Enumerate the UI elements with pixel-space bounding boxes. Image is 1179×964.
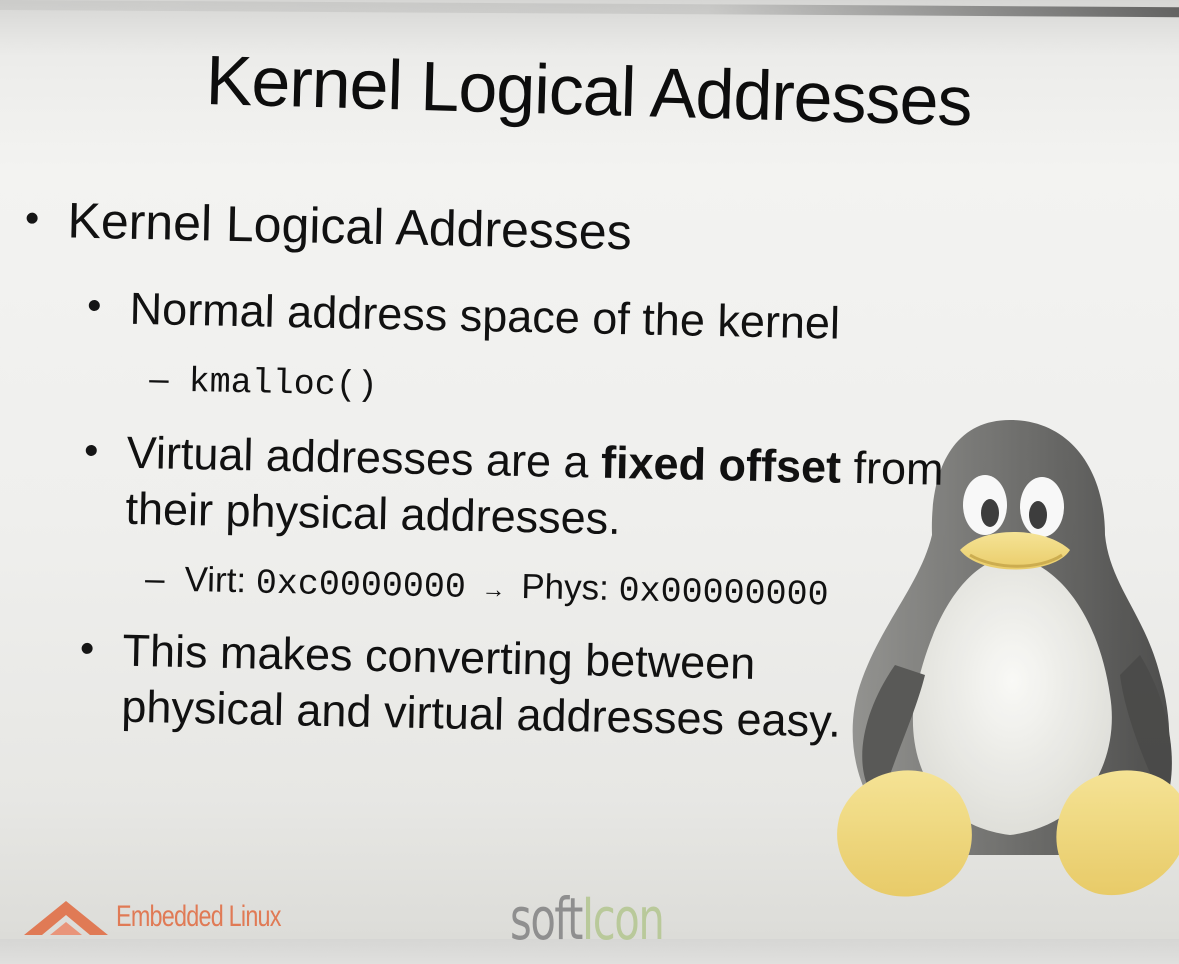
fixed-offset-bold: fixed offset <box>600 436 842 493</box>
bullet-kernel-logical-addresses: Kernel Logical Addresses <box>67 192 633 261</box>
virt-value: 0xc0000000 <box>255 563 467 608</box>
dash: – <box>148 359 170 399</box>
bullet-dot <box>88 299 100 312</box>
softicon-logo-soft: soft <box>510 885 583 953</box>
sub-bullet-kmalloc: –kmalloc() <box>149 359 378 406</box>
softicon-logo-icon: Icon <box>581 885 665 953</box>
bullet-dot <box>85 444 97 457</box>
dash: – <box>144 559 165 599</box>
bullet-normal-address-space: Normal address space of the kernel <box>129 282 841 349</box>
text: from <box>840 441 945 495</box>
bullet-converting-easy: This makes converting between physical a… <box>121 623 843 750</box>
text: their physical addresses. <box>125 482 622 545</box>
embedded-linux-logo-text: Embedded Linux <box>116 900 281 933</box>
text: Virtual addresses are a <box>126 426 602 488</box>
virt-label: Virt: <box>184 559 257 601</box>
embedded-linux-logo: Embedded Linux <box>20 895 327 939</box>
text: This makes converting between <box>122 624 756 689</box>
bullet-dot <box>81 642 93 655</box>
phys-label: Phys: <box>520 567 619 609</box>
arrow-icon: → <box>481 576 506 604</box>
softicon-logo: softIcon <box>510 885 665 953</box>
kmalloc-code: kmalloc() <box>188 361 379 406</box>
bullet-virtual-addresses: Virtual addresses are a fixed offset fro… <box>125 425 944 554</box>
bullet-dot <box>26 212 38 224</box>
phys-value: 0x00000000 <box>618 571 829 616</box>
sub-bullet-virt-phys: –Virt: 0xc0000000 → Phys: 0x00000000 <box>145 559 829 615</box>
embedded-linux-logo-icon <box>24 901 108 935</box>
text: physical and virtual addresses easy. <box>120 680 842 747</box>
tux-penguin-icon <box>837 420 1179 897</box>
